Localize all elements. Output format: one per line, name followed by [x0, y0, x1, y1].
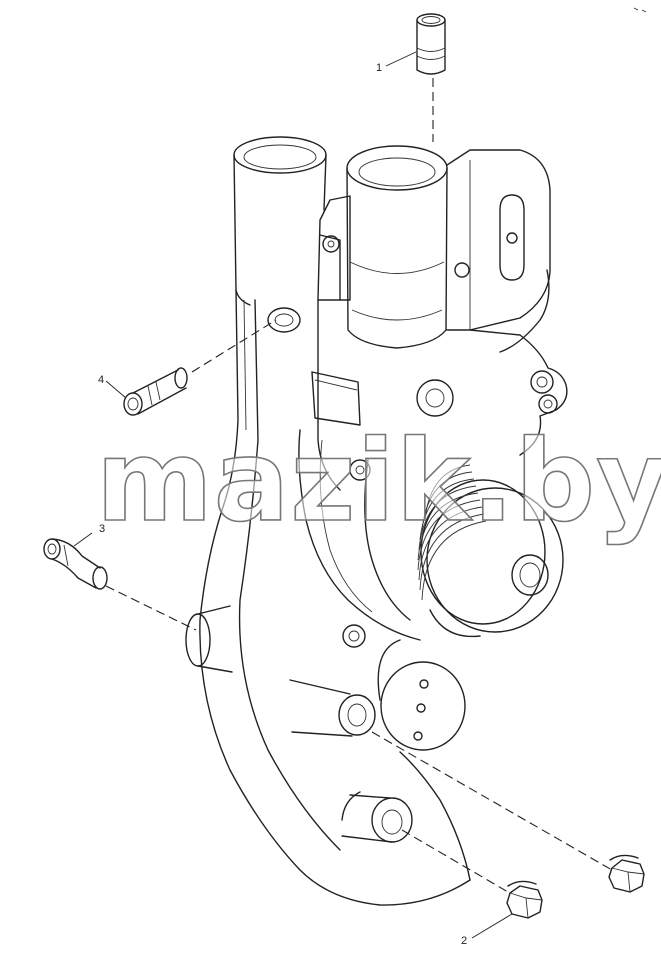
part-1-sleeve	[416, 13, 446, 75]
leader-4	[105, 380, 127, 399]
part-3-tube	[43, 538, 108, 590]
watermark: mazik.by	[96, 417, 661, 547]
part-4-tube	[123, 367, 188, 416]
axis-line-3	[105, 585, 197, 631]
callout-3: 3	[99, 523, 105, 535]
axis-line-2b	[401, 829, 509, 893]
corner-mark	[633, 7, 647, 13]
part-2-plug-upper	[608, 854, 645, 893]
axis-line-4	[191, 319, 277, 373]
part-2-plug-lower	[506, 880, 543, 919]
pump-housing	[185, 136, 568, 906]
axis-line-2a	[371, 731, 613, 871]
leader-3	[73, 532, 93, 547]
callout-2: 2	[461, 935, 467, 947]
callout-1: 1	[376, 62, 382, 74]
leader-1	[385, 51, 417, 67]
pulley	[417, 464, 564, 638]
callout-4: 4	[98, 374, 104, 386]
leader-2	[471, 913, 513, 939]
